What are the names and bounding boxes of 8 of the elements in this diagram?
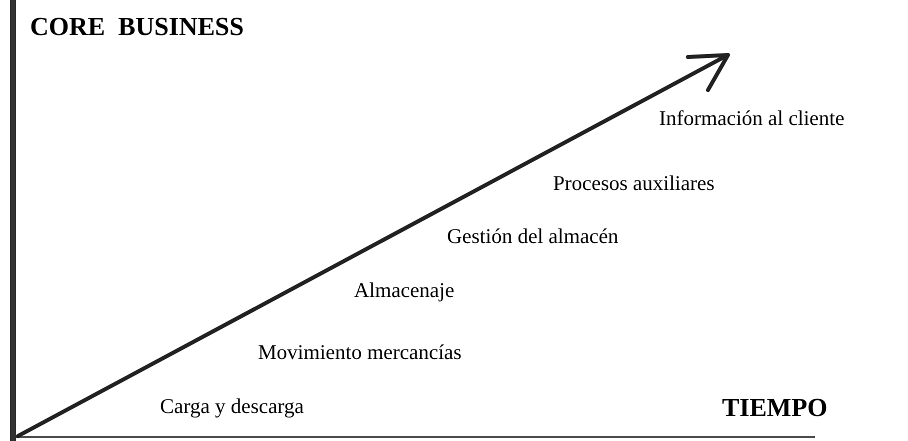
axis-title: TIEMPO [722,395,828,421]
stage-label: Gestión del almacén [447,226,618,247]
stage-label: Movimiento mercancías [258,342,462,363]
axis-title: CORE BUSINESS [30,14,244,40]
stage-label: Información al cliente [659,108,844,129]
stage-label: Almacenaje [354,280,454,301]
stage-label: Procesos auxiliares [553,173,715,194]
stage-label: Carga y descarga [160,396,304,417]
